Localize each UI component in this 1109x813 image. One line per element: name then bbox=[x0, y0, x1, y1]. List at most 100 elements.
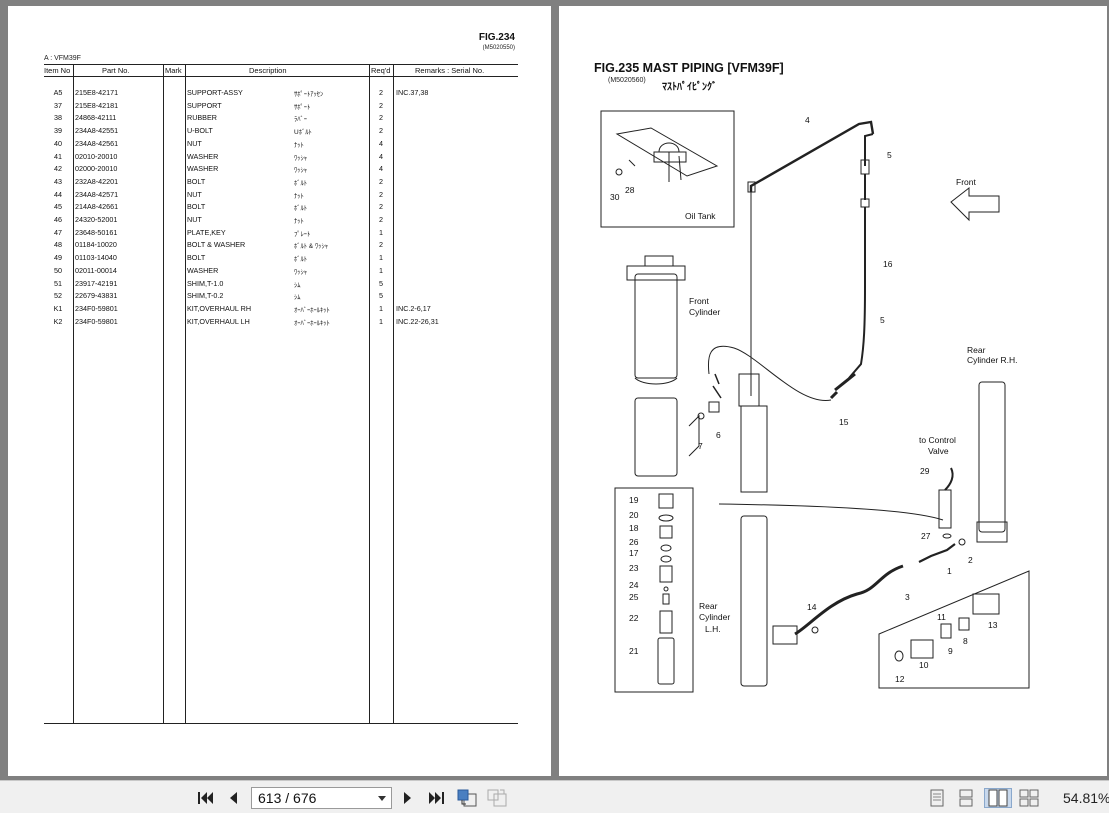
oring-27 bbox=[942, 533, 952, 539]
go-forward-view-button[interactable] bbox=[485, 788, 509, 808]
fitting-15 bbox=[829, 372, 856, 400]
table-top-rule bbox=[44, 64, 518, 65]
zoom-level[interactable]: 54.81% bbox=[1063, 790, 1109, 806]
next-page-button[interactable] bbox=[399, 788, 417, 808]
figure-code: (M5020550) bbox=[482, 45, 515, 51]
pipe-16-joint bbox=[860, 198, 870, 208]
callout-20: 20 bbox=[629, 510, 639, 520]
cell-required-qty: 2 bbox=[379, 189, 383, 199]
header-reqd: Req'd bbox=[371, 66, 391, 75]
rear-cylinder-lh bbox=[740, 515, 768, 687]
two-page-view-button[interactable] bbox=[984, 788, 1012, 808]
cell-required-qty: 4 bbox=[379, 138, 383, 148]
cell-japanese-name: ﾅｯﾄ bbox=[294, 192, 304, 200]
last-page-icon bbox=[429, 792, 444, 804]
cell-description: KIT,OVERHAUL RH bbox=[187, 303, 252, 313]
callout-12: 12 bbox=[895, 674, 905, 684]
cell-required-qty: 1 bbox=[379, 316, 383, 326]
part-26 bbox=[660, 544, 672, 552]
cell-remarks: INC.37,38 bbox=[396, 88, 429, 97]
cell-required-qty: 1 bbox=[379, 227, 383, 237]
callout-1: 1 bbox=[947, 566, 952, 576]
cell-required-qty: 5 bbox=[379, 278, 383, 288]
cell-required-qty: 4 bbox=[379, 164, 383, 174]
two-page-continuous-button[interactable] bbox=[1017, 788, 1041, 808]
line-to-rear-valve bbox=[718, 503, 944, 521]
cell-part-no: 234F0-59801 bbox=[75, 316, 118, 326]
header-item-no: Item No bbox=[44, 66, 71, 75]
cell-japanese-name: ﾎﾞﾙﾄ & ﾜｯｼｬ bbox=[294, 243, 328, 251]
front-cylinder-upper bbox=[634, 273, 678, 379]
cell-part-no: 24868-42111 bbox=[75, 113, 117, 123]
part-12 bbox=[894, 650, 904, 662]
previous-page-button[interactable] bbox=[224, 788, 242, 808]
cell-description: KIT,OVERHAUL LH bbox=[187, 316, 250, 326]
part-20 bbox=[658, 514, 674, 522]
right-document-page: FIG.235 MAST PIPING [VFM39F] (M5020560) … bbox=[559, 6, 1107, 776]
cell-description: SHIM,T-0.2 bbox=[187, 291, 224, 301]
continuous-page-icon bbox=[959, 789, 973, 807]
model-label: A : VFM39F bbox=[44, 55, 81, 62]
first-page-icon bbox=[198, 792, 213, 804]
two-page-icon bbox=[988, 789, 1008, 807]
callout-19: 19 bbox=[629, 495, 639, 505]
left-document-page: FIG.234 (M5020550) A : VFM39F Item No Pa… bbox=[8, 6, 551, 776]
page-number-input[interactable]: 613 / 676 bbox=[251, 787, 392, 809]
cell-part-no: 215E8-42181 bbox=[75, 100, 119, 110]
cell-description: WASHER bbox=[187, 151, 219, 161]
callout-29: 29 bbox=[920, 466, 930, 476]
forward-view-icon bbox=[487, 789, 507, 807]
callout-6: 6 bbox=[716, 430, 721, 440]
cell-required-qty: 4 bbox=[379, 151, 383, 161]
hose-3 bbox=[794, 564, 904, 636]
cell-required-qty: 2 bbox=[379, 100, 383, 110]
cell-japanese-name: ﾜｯｼｬ bbox=[294, 154, 307, 162]
fitting-14 bbox=[772, 625, 798, 645]
cell-japanese-name: ｵｰﾊﾞｰﾎｰﾙｷｯﾄ bbox=[294, 319, 330, 327]
single-page-view-button[interactable] bbox=[927, 788, 947, 808]
cell-japanese-name: ﾌﾟﾚｰﾄ bbox=[294, 230, 311, 238]
parts-table: Item No Part No. Mark Description Req'd … bbox=[44, 64, 518, 724]
chevron-down-icon[interactable] bbox=[378, 796, 386, 801]
cell-part-no: 22679-43831 bbox=[75, 291, 118, 301]
cell-item-no: 43 bbox=[54, 176, 62, 186]
cell-japanese-name: ｻﾎﾟｰﾄｱｯｾﾝ bbox=[294, 91, 324, 98]
first-page-button[interactable] bbox=[196, 788, 216, 808]
cell-required-qty: 2 bbox=[379, 240, 383, 250]
cell-part-no: 24320-52001 bbox=[75, 215, 118, 224]
cell-required-qty: 2 bbox=[379, 88, 383, 97]
label-front-cylinder-2: Cylinder bbox=[689, 307, 721, 317]
cell-required-qty: 2 bbox=[379, 215, 383, 224]
part-18 bbox=[659, 525, 673, 539]
part-21 bbox=[657, 637, 675, 685]
page-indicator-text: 613 / 676 bbox=[258, 790, 317, 806]
cell-description: BOLT bbox=[187, 253, 206, 263]
continuous-view-button[interactable] bbox=[955, 788, 977, 808]
go-back-view-button[interactable] bbox=[455, 788, 479, 808]
cell-description: NUT bbox=[187, 215, 202, 224]
part-23 bbox=[659, 565, 673, 583]
cell-part-no: 234A8-42551 bbox=[75, 126, 119, 136]
callout-9: 9 bbox=[948, 646, 953, 656]
cell-item-no: 49 bbox=[54, 253, 62, 263]
cell-japanese-name: ﾅｯﾄ bbox=[294, 141, 304, 149]
last-page-button[interactable] bbox=[425, 788, 447, 808]
callout-5: 5 bbox=[887, 150, 892, 160]
cell-japanese-name: ｼﾑ bbox=[294, 294, 301, 302]
cell-item-no: A5 bbox=[53, 88, 63, 97]
front-cylinder-lower bbox=[634, 397, 678, 477]
cell-item-no: 41 bbox=[54, 151, 62, 161]
fitting-6 bbox=[712, 373, 722, 399]
cell-item-no: 51 bbox=[54, 278, 62, 288]
pipe-4-upper bbox=[864, 133, 874, 166]
cell-required-qty: 1 bbox=[379, 265, 383, 275]
part-22 bbox=[659, 610, 673, 634]
header-description: Description bbox=[249, 66, 287, 75]
